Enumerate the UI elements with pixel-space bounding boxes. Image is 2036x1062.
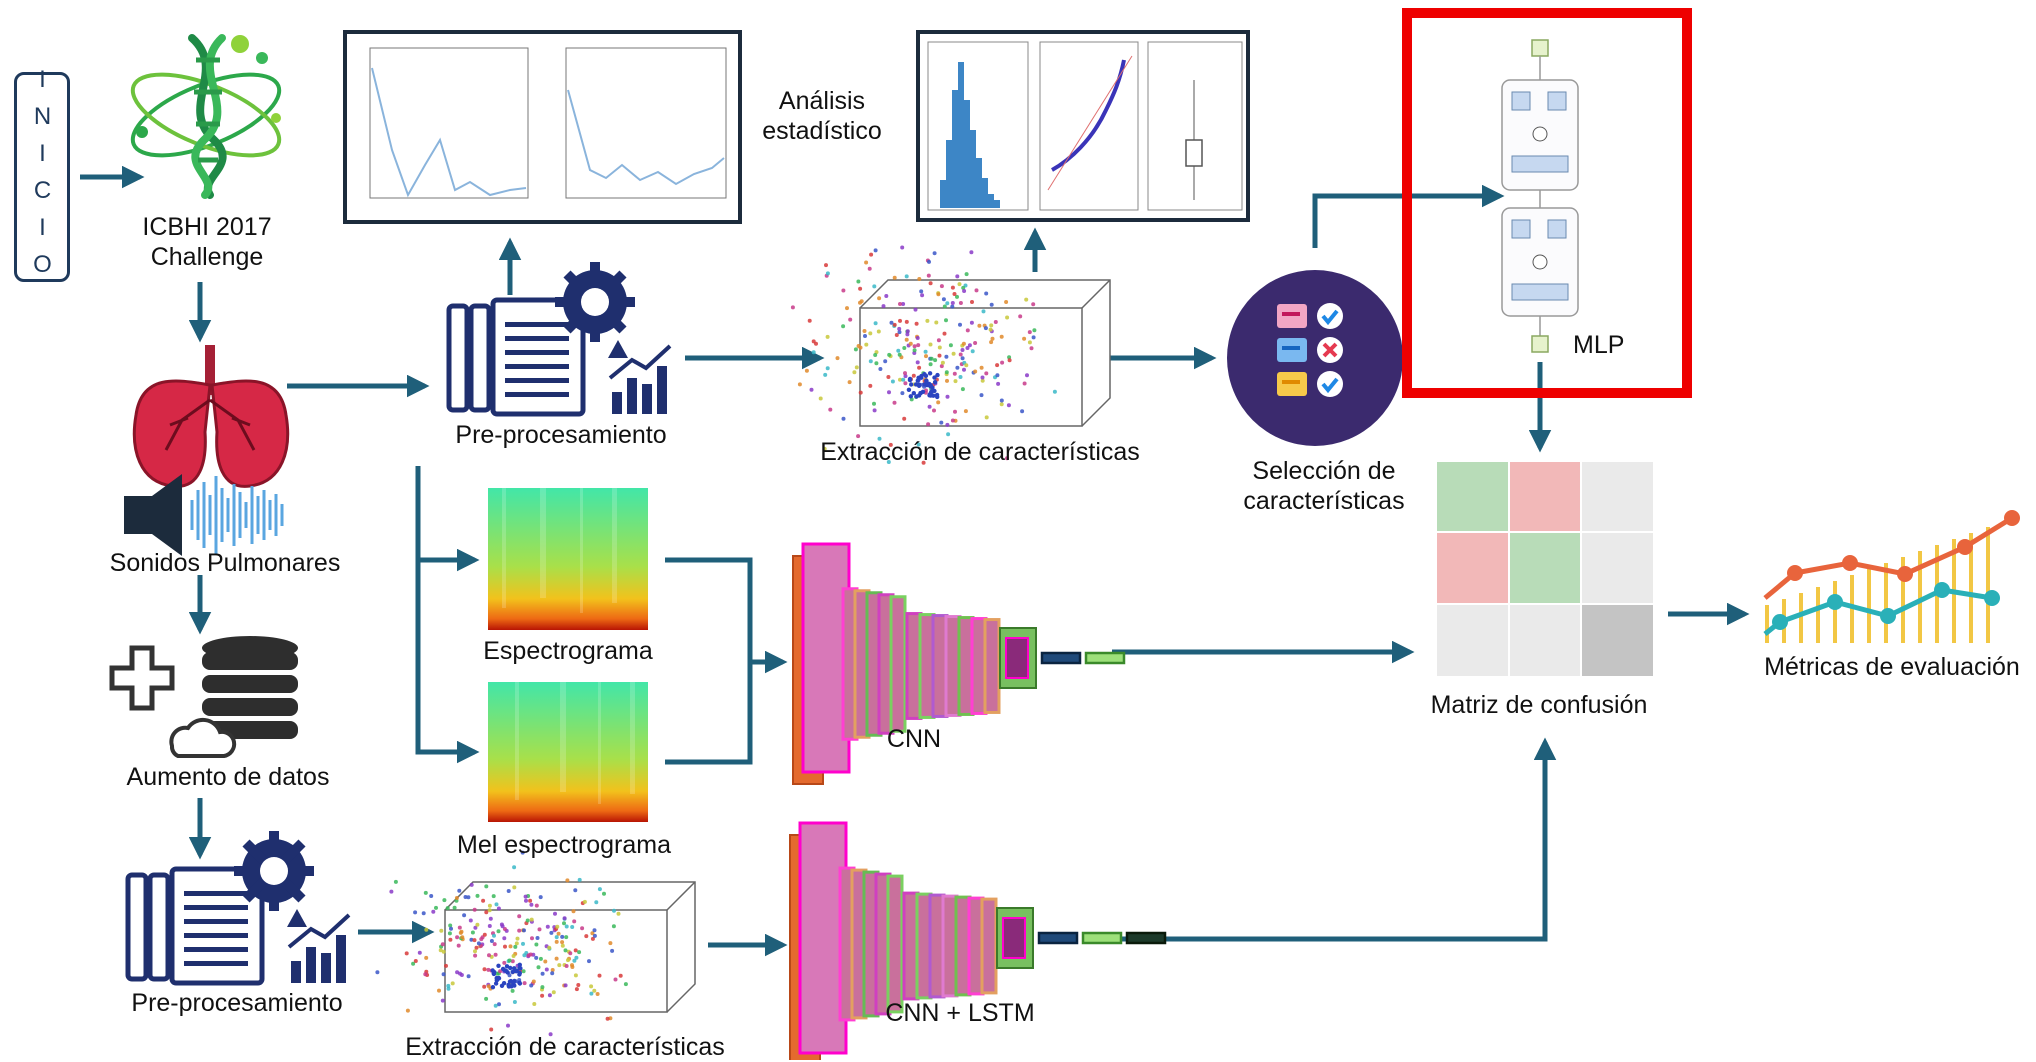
mlp-highlight-box <box>1402 8 1692 398</box>
statistical-analysis-line2: estadístico <box>762 117 882 145</box>
arrow-cnn-lstm-to-matrix <box>1120 737 1557 942</box>
lungs-icon <box>132 345 290 488</box>
feature-extraction-label-top: Extracción de características <box>820 438 1140 466</box>
cnn-lstm-label: CNN + LSTM <box>885 999 1035 1027</box>
spectrogram-label: Espectrograma <box>483 637 653 665</box>
start-node: INICIO <box>14 66 70 288</box>
feature-scatter-3d-top <box>790 245 1111 465</box>
feature-scatter-3d-bottom <box>375 850 696 1037</box>
branch-preprocessing-to-spectrograms <box>415 466 475 755</box>
feature-selection-line2: características <box>1243 487 1405 515</box>
dataset-label-line2: Challenge <box>150 243 264 271</box>
dna-atom-icon <box>130 34 282 199</box>
confusion-matrix-thumbnail <box>1437 462 1653 676</box>
evaluation-metrics-icon <box>1763 510 2020 643</box>
mlp-label: MLP <box>1573 331 1625 359</box>
mel-spectrogram-image <box>488 682 648 822</box>
lung-sounds-label: Sonidos Pulmonares <box>109 549 341 577</box>
arrow-selection-to-mlp <box>1312 184 1505 248</box>
cnn-layers-icon <box>792 542 1126 785</box>
preprocessing-icon-top <box>446 262 672 417</box>
feature-extraction-label-bottom: Extracción de características <box>405 1033 725 1061</box>
confusion-matrix-label: Matriz de confusión <box>1430 691 1648 719</box>
variance-plots-thumbnail <box>343 30 742 224</box>
data-augmentation-label: Aumento de datos <box>126 763 330 791</box>
dataset-label-line1: ICBHI 2017 <box>142 213 272 241</box>
feature-selection-line1: Selección de <box>1252 457 1396 485</box>
flow-arrows <box>80 165 1750 957</box>
start-label: INICIO <box>29 66 56 288</box>
mel-spectrogram-label: Mel espectrograma <box>457 831 671 859</box>
evaluation-metrics-label: Métricas de evaluación <box>1764 653 2020 681</box>
preprocessing-label-bottom: Pre-procesamiento <box>131 989 343 1017</box>
preprocessing-icon-bottom <box>125 831 351 986</box>
cnn-lstm-layers-icon <box>789 821 1167 1060</box>
spectrogram-image <box>488 488 648 630</box>
dataset-label: ICBHI 2017 Challenge <box>142 212 271 272</box>
feature-selection-label: Selección de características <box>1243 456 1404 516</box>
sound-wave-icon <box>190 476 284 554</box>
statistical-plots-thumbnail <box>916 30 1250 222</box>
plus-database-cloud-icon <box>109 636 298 758</box>
cnn-label: CNN <box>886 725 942 753</box>
statistical-analysis-line1: Análisis <box>778 87 866 115</box>
statistical-analysis-label: Análisis estadístico <box>762 86 882 146</box>
speaker-icon <box>124 474 182 556</box>
mlp-architecture-diagram <box>1501 39 1579 353</box>
preprocessing-label-top: Pre-procesamiento <box>455 421 667 449</box>
merge-spectrograms <box>665 557 753 765</box>
feature-selection-icon <box>1227 270 1403 446</box>
